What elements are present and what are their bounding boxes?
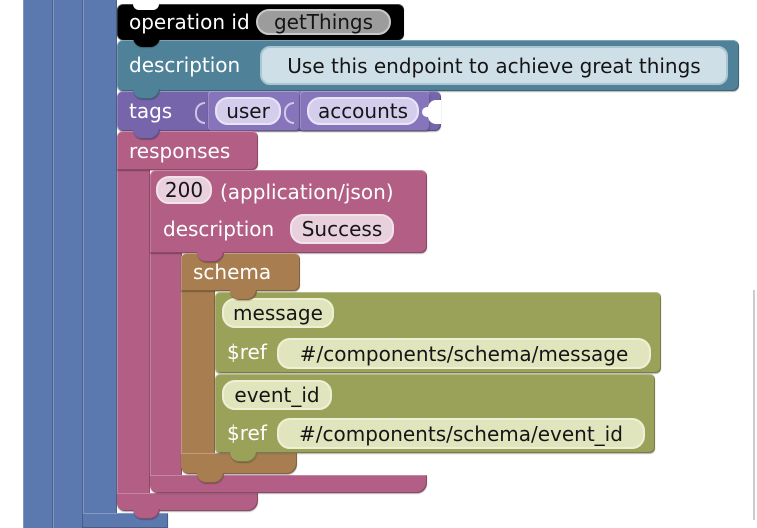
response-200-spine[interactable] — [150, 251, 182, 477]
value-socket-icon — [428, 100, 441, 124]
ref-label: $ref — [227, 340, 267, 364]
tags-label: tags — [129, 99, 173, 123]
property-name-field[interactable]: message — [222, 298, 334, 328]
description-field[interactable]: Use this endpoint to achieve great thing… — [260, 46, 728, 85]
property-ref-field[interactable]: #/components/schema/event_id — [277, 418, 645, 449]
connection-tab-icon — [230, 452, 257, 462]
connection-tab-icon — [197, 252, 224, 262]
vertical-scrollbar[interactable] — [753, 290, 755, 520]
top-notch-icon — [133, 4, 159, 10]
connection-tab-icon — [197, 473, 224, 483]
property-ref-field[interactable]: #/components/schema/message — [277, 338, 651, 369]
tag-field-user[interactable]: user — [215, 97, 281, 125]
status-code-field[interactable]: 200 — [156, 176, 212, 204]
description-label: description — [129, 53, 241, 77]
connection-tab-icon — [133, 509, 160, 519]
tag-field-accounts[interactable]: accounts — [307, 97, 419, 125]
responses-label: responses — [129, 139, 231, 163]
parent-block-inner-spine[interactable] — [83, 0, 117, 528]
connection-tab-icon — [133, 37, 160, 47]
operation-id-field[interactable]: getThings — [256, 9, 391, 35]
content-type-label: (application/json) — [220, 180, 394, 204]
connection-tab-icon — [133, 129, 160, 139]
output-connector-icon — [195, 102, 205, 124]
parent-block-middle-spine[interactable] — [53, 0, 83, 528]
response-description-field[interactable]: Success — [290, 214, 394, 244]
response-description-label: description — [163, 217, 275, 241]
responses-block-bottom-bar[interactable] — [117, 493, 258, 511]
output-connector-icon — [284, 102, 294, 124]
schema-block-spine[interactable] — [181, 289, 215, 455]
connection-tab-icon — [230, 290, 257, 300]
connection-tab-icon — [133, 89, 160, 99]
response-200-bottom-bar[interactable] — [150, 475, 427, 493]
responses-block-spine[interactable] — [117, 168, 150, 495]
schema-block-bottom-bar[interactable] — [181, 453, 297, 474]
operation-id-label: operation id — [129, 10, 250, 34]
property-name-field[interactable]: event_id — [222, 380, 332, 410]
ref-label: $ref — [227, 421, 267, 445]
value-socket-bump-icon — [422, 107, 432, 117]
parent-block-outer-spine[interactable] — [23, 0, 53, 528]
schema-label: schema — [193, 260, 272, 284]
